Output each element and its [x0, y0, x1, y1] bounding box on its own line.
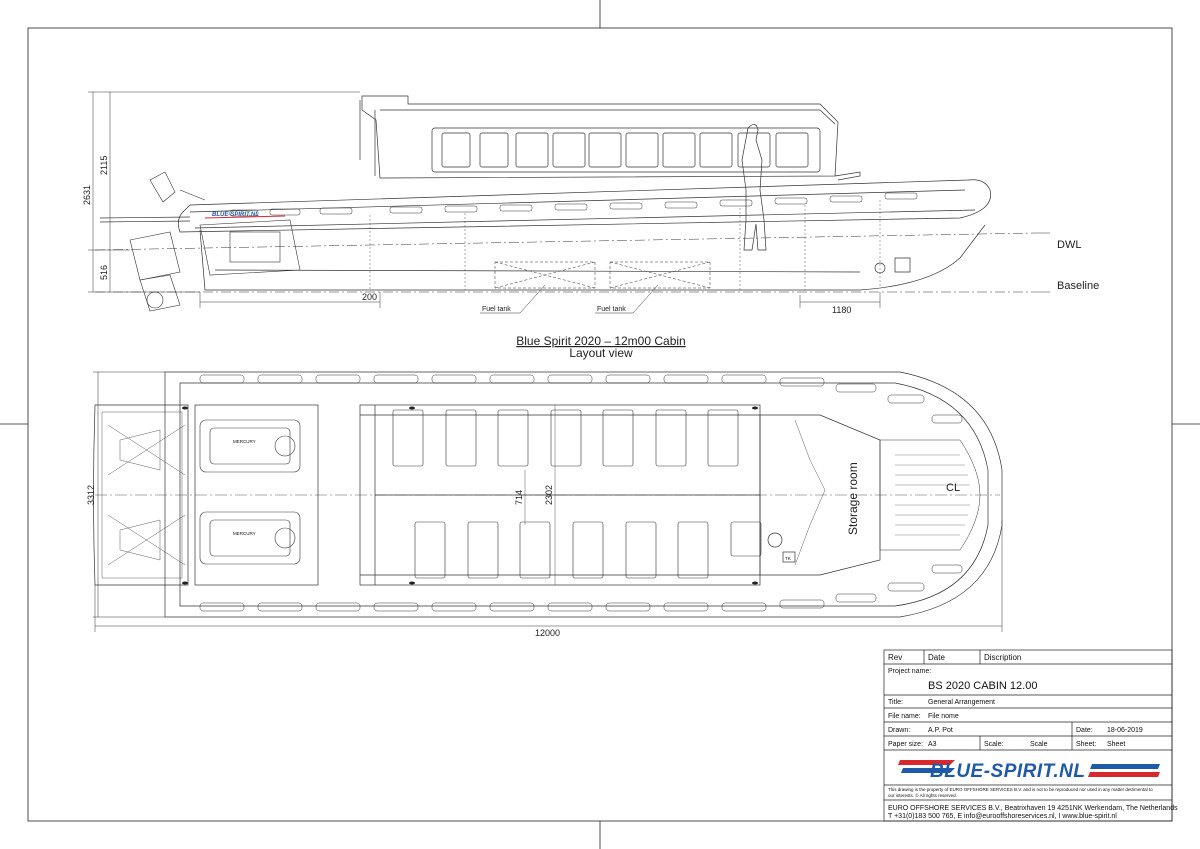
tb-title-label: Title:	[888, 699, 903, 706]
dim-lower-height: 516	[99, 265, 109, 280]
storage-room-label: Storage room	[846, 462, 860, 535]
fuel-tank-leaders	[480, 284, 659, 314]
tb-company-line: EURO OFFSHORE SERVICES B.V., Beatrixhave…	[888, 805, 1178, 812]
tb-project-name: BS 2020 CABIN 12.00	[928, 680, 1037, 692]
outboard-engines	[129, 171, 301, 312]
helmsman-figure	[741, 124, 767, 251]
title-block	[883, 649, 1173, 822]
engine-label-2: MERCURY	[233, 531, 256, 536]
dim-upper-height: 2115	[99, 156, 109, 175]
tb-drawn-label: Drawn:	[888, 727, 910, 734]
cleats	[182, 406, 758, 585]
tb-paper-size-label: Paper size:	[888, 741, 923, 748]
company-logo: BLUE-SPIRIT.NL	[898, 760, 1160, 782]
tb-date2-label: Date:	[1076, 727, 1093, 734]
tb-project-name-label: Project name:	[888, 668, 931, 675]
engine-label-1: MERCURY	[233, 439, 256, 444]
tb-disclaimer-2: our interests. © All rights reserved.	[888, 792, 957, 798]
seats-row-top	[392, 409, 739, 467]
dwl-label: DWL	[1057, 239, 1081, 251]
dim-2302: 2302	[544, 485, 554, 505]
tb-paper-size-value: A3	[928, 741, 937, 748]
tb-sheet-value: Sheet	[1107, 741, 1125, 748]
cabin-outline	[361, 95, 839, 179]
dim-1180: 1180	[832, 305, 851, 315]
dwl-line	[94, 232, 1036, 251]
tb-file-name-value: File nome	[928, 713, 959, 720]
plan-tube-outer	[164, 371, 1003, 618]
tube-panels	[229, 192, 918, 217]
plan-view	[93, 371, 1003, 618]
fuel-tank-label-2: Fuel tank	[597, 306, 626, 313]
tb-scale-label: Scale:	[984, 741, 1004, 748]
swim-platform	[93, 404, 189, 586]
tube-panels-top	[199, 374, 963, 424]
cabin-windows	[441, 132, 809, 168]
tb-contact-line: T +31(0)183 500 765, E info@eurooffshore…	[888, 813, 1117, 820]
svg-text:BLUE-SPIRIT.NL: BLUE-SPIRIT.NL	[212, 212, 259, 218]
dim-200: 200	[362, 292, 377, 302]
tube-panels-bottom	[199, 564, 963, 612]
centerline-label: CL	[946, 482, 960, 494]
view-title: Blue Spirit 2020 – 12m00 Cabin	[516, 334, 685, 348]
tb-scale-value: Scale	[1030, 741, 1048, 748]
window-band	[431, 127, 821, 173]
tb-title-value: General Arrangement	[928, 699, 995, 706]
engines	[199, 419, 301, 565]
hull-tube	[178, 179, 991, 233]
dim-length: 12000	[535, 628, 560, 638]
tb-sheet-label: Sheet:	[1076, 741, 1096, 748]
svg-text:BLUE-SPIRIT.NL: BLUE-SPIRIT.NL	[930, 761, 1085, 782]
view-subtitle: Layout view	[569, 346, 633, 360]
tb-date2-value: 18-06-2019	[1107, 727, 1143, 734]
storage-room	[759, 414, 881, 576]
plan-dimensions	[93, 371, 1003, 632]
tb-date-label: Date	[928, 653, 945, 662]
tb-rev-label: Rev	[888, 653, 902, 662]
hull-logo: BLUE-SPIRIT.NL	[204, 212, 286, 219]
helm-wheel	[767, 532, 783, 548]
fuel-tank-shapes	[494, 261, 711, 289]
fuel-tank-label-1: Fuel tank	[482, 306, 511, 313]
profile-dimensions	[88, 91, 881, 308]
tb-drawn-value: A.P. Pot	[928, 727, 953, 734]
reference-lines	[94, 232, 1050, 293]
tb-description-label: Discription	[984, 653, 1021, 662]
dim-714: 714	[514, 490, 524, 505]
profile-view	[99, 95, 991, 312]
seats-row-bottom	[414, 521, 762, 579]
helm-label: TK	[785, 556, 791, 561]
tb-file-name-label: File name:	[888, 713, 921, 720]
dim-beam: 3312	[86, 485, 96, 505]
baseline-label: Baseline	[1057, 280, 1099, 292]
hull-bottom	[199, 224, 986, 291]
tb-disclaimer-1: This drawing is the property of EURO OFF…	[888, 787, 1153, 792]
dim-total-height: 2631	[82, 185, 92, 205]
propellers	[107, 424, 186, 566]
